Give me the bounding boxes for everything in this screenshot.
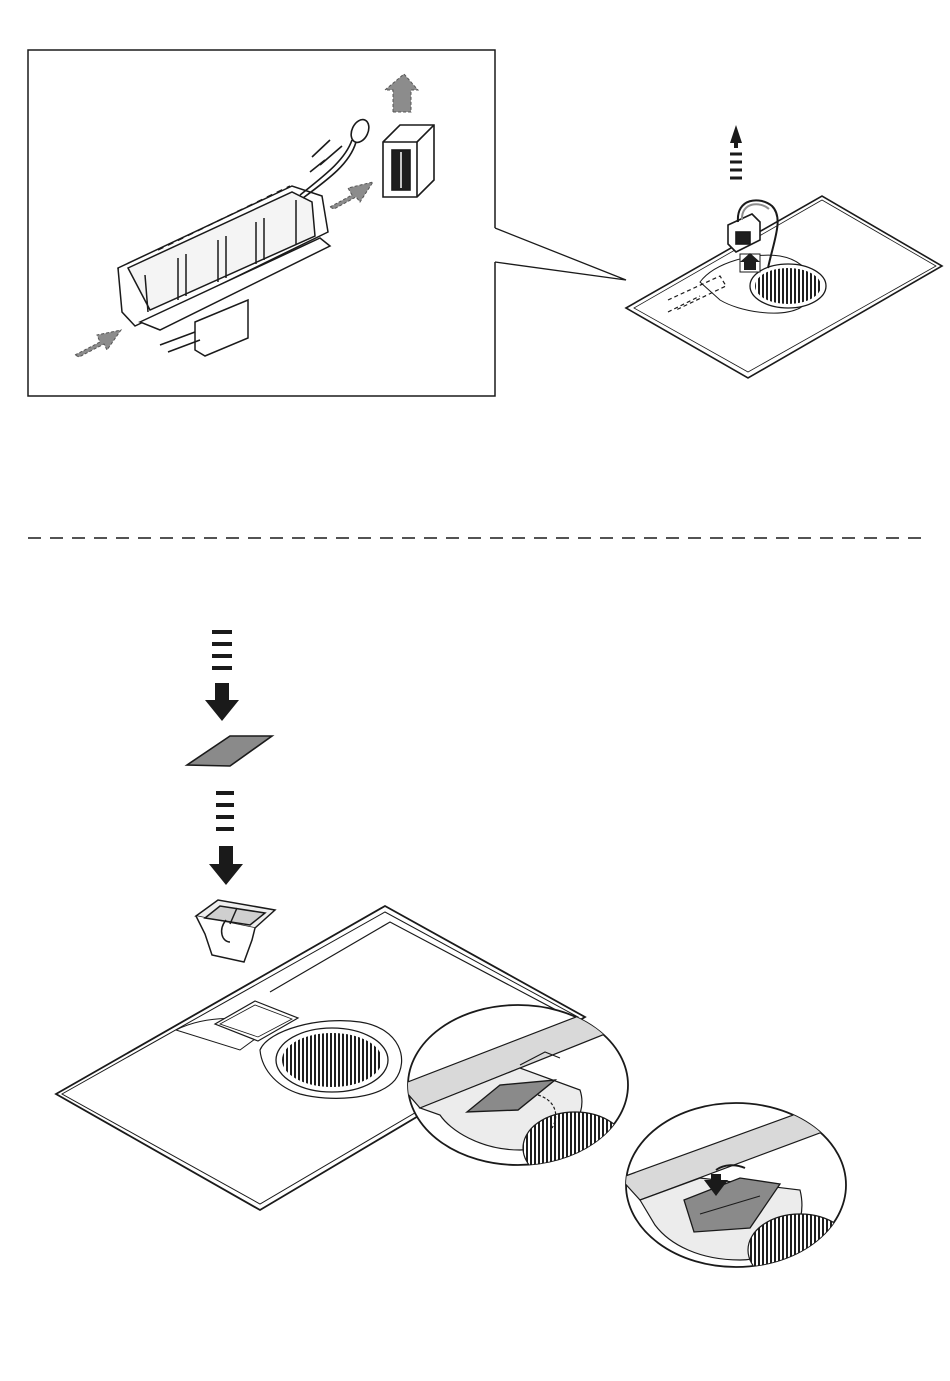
arrow-down-plate bbox=[205, 632, 239, 721]
zoom-detail-2 bbox=[620, 1098, 860, 1286]
fan-icon bbox=[523, 1112, 627, 1184]
callout-pointer bbox=[495, 228, 626, 280]
cover-plate-icon bbox=[187, 736, 272, 766]
arrow-in-right bbox=[330, 182, 373, 209]
upper-step-panel bbox=[28, 50, 942, 396]
lower-step-panel bbox=[56, 632, 860, 1286]
arrow-down-box bbox=[209, 793, 243, 885]
filter-box-icon bbox=[383, 125, 434, 197]
box-icon bbox=[196, 900, 275, 962]
arrow-up-out bbox=[385, 74, 418, 112]
extraction-fan-icon bbox=[276, 1028, 388, 1092]
arrow-in-left bbox=[75, 330, 121, 357]
filter-housing-icon bbox=[118, 186, 330, 356]
extraction-fan-icon bbox=[750, 264, 826, 308]
arrow-up-lift bbox=[730, 125, 742, 178]
fan-icon bbox=[748, 1214, 852, 1286]
